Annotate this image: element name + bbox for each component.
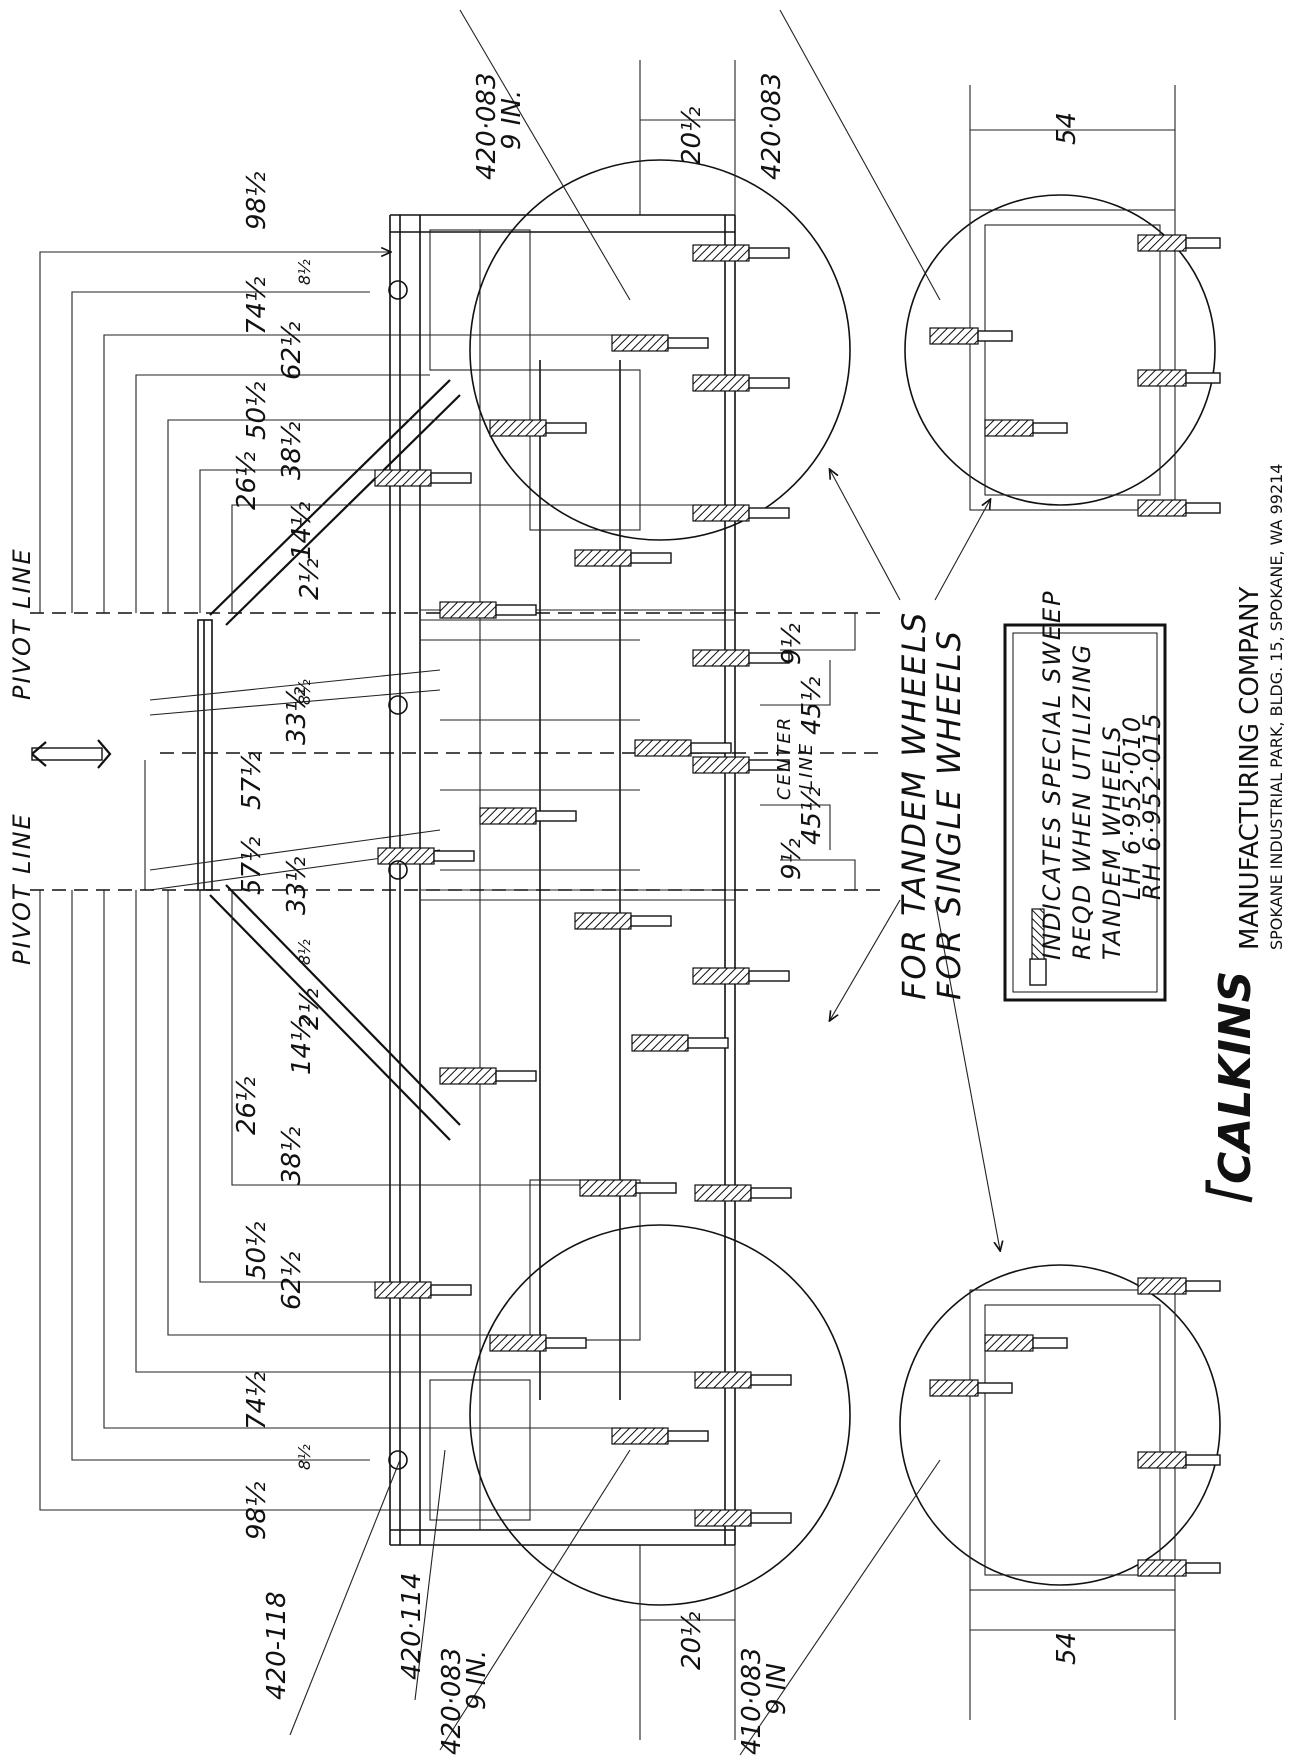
callout-420-118: 420-118 (262, 1591, 292, 1700)
dim-20-top: 20½ (677, 107, 707, 165)
center-label: CENTER (774, 716, 795, 800)
single-wheel-circle-bottom (899, 1264, 1221, 1586)
dim-98-bottom: 98½ (242, 1482, 272, 1540)
tandem-wheel-circle-bottom (469, 1224, 851, 1606)
legend-line-3: TANDEM WHEELS (1098, 724, 1126, 960)
dim-74-top: 74½ (242, 277, 272, 335)
legend-line-4: LH 6·952·010 (1118, 715, 1146, 900)
dim-33-bottom: 33½ (282, 857, 312, 915)
dim-45-top: 45½ (797, 677, 827, 735)
line-labels: PIVOT LINE PIVOT LINE CENTER LINE FOR TA… (8, 547, 968, 1000)
dim-33-top: 33½ (282, 687, 312, 745)
hitch-arrow-icon (31, 739, 112, 769)
dim-74-bottom: 74½ (242, 1372, 272, 1430)
dim-8-top: 8½ (295, 259, 314, 285)
line-label: LINE (796, 742, 817, 790)
part-callouts: 420·083 9 IN. 420·083 420-118 420·114 42… (262, 72, 792, 1755)
dim-8-bottom: 8½ (295, 1444, 314, 1470)
dimension-labels: 98½ 8½ 74½ 62½ 50½ 38½ 26½ 14½ 2½ 8½ 33½… (232, 107, 1082, 1670)
callout-420-083-bottom: 420·083 (437, 1647, 467, 1755)
dim-26-bottom: 26½ (232, 1077, 262, 1135)
logo-wordmark: CALKINS (1210, 971, 1261, 1184)
callout-420-083-top-right: 420·083 (757, 72, 787, 180)
company-address: SPOKANE INDUSTRIAL PARK, BLDG. 15, SPOKA… (1267, 464, 1286, 951)
wheels (469, 159, 1221, 1606)
pivot-line-label-top: PIVOT LINE (8, 547, 36, 700)
dim-38-bottom: 38½ (277, 1127, 307, 1185)
special-sweep-legend: INDICATES SPECIAL SWEEP REQD WHEN UTILIZ… (1003, 589, 1167, 1002)
pivot-line-label-bottom: PIVOT LINE (8, 812, 36, 965)
sweep-shanks (374, 234, 1221, 1577)
dimension-leaders (39, 9, 1176, 1756)
company-name: MANUFACTURING COMPANY (1235, 586, 1265, 950)
dim-54-bottom: 54 (1052, 1632, 1082, 1665)
dim-38-top: 38½ (277, 422, 307, 480)
callout-410-083: 410·083 (737, 1647, 767, 1755)
for-tandem-wheels-label: FOR TANDEM WHEELS (895, 611, 933, 1000)
callout-420-114: 420·114 (397, 1572, 427, 1680)
dim-98-top: 98½ (242, 172, 272, 230)
legend-line-2: REQD WHEN UTILIZING (1068, 643, 1096, 960)
dim-62-top: 62½ (277, 322, 307, 380)
dim-54-top: 54 (1052, 112, 1082, 145)
dim-57-top: 57½ (237, 752, 267, 810)
dim-2-top: 2½ (295, 558, 325, 600)
calkins-logo: CALKINS (1205, 971, 1261, 1203)
for-single-wheels-label: FOR SINGLE WHEELS (930, 629, 968, 1000)
hub-marker (388, 1450, 408, 1470)
dim-9-top: 9½ (777, 623, 807, 665)
dim-9-bottom: 9½ (777, 838, 807, 880)
dim-50-top: 50½ (242, 382, 272, 440)
dim-8-mid-bottom: 8½ (295, 939, 314, 965)
legend-line-5: RH 6·952·015 (1138, 712, 1166, 901)
hub-marker (388, 280, 408, 300)
callout-420-083-top-left: 420·083 (472, 72, 502, 180)
dim-26-top: 26½ (232, 452, 262, 510)
hub-marker (388, 695, 408, 715)
dim-14-bottom: 14½ (287, 1017, 317, 1075)
company-block: CALKINS MANUFACTURING COMPANY SPOKANE IN… (1205, 464, 1286, 1203)
dim-2-bottom: 2½ (295, 988, 325, 1030)
dim-50-bottom: 50½ (242, 1222, 272, 1280)
dim-45-bottom: 45½ (797, 787, 827, 845)
dim-14-top: 14½ (287, 502, 317, 560)
callout-9in-top-left: 9 IN. (497, 90, 527, 150)
callout-9in-bottom: 9 IN. (462, 1650, 492, 1710)
dim-20-bottom: 20½ (677, 1612, 707, 1670)
dim-57-bottom: 57½ (237, 837, 267, 895)
frame (144, 214, 736, 1546)
single-wheel-circle-top (904, 194, 1216, 506)
tandem-wheel-circle-top (469, 159, 851, 541)
legend-line-1: INDICATES SPECIAL SWEEP (1038, 589, 1066, 960)
callout-9in-bottom-right: 9 IN (762, 1663, 792, 1715)
dim-8-mid-top: 8½ (295, 679, 314, 705)
dim-62-bottom: 62½ (277, 1252, 307, 1310)
hub-marker (388, 860, 408, 880)
